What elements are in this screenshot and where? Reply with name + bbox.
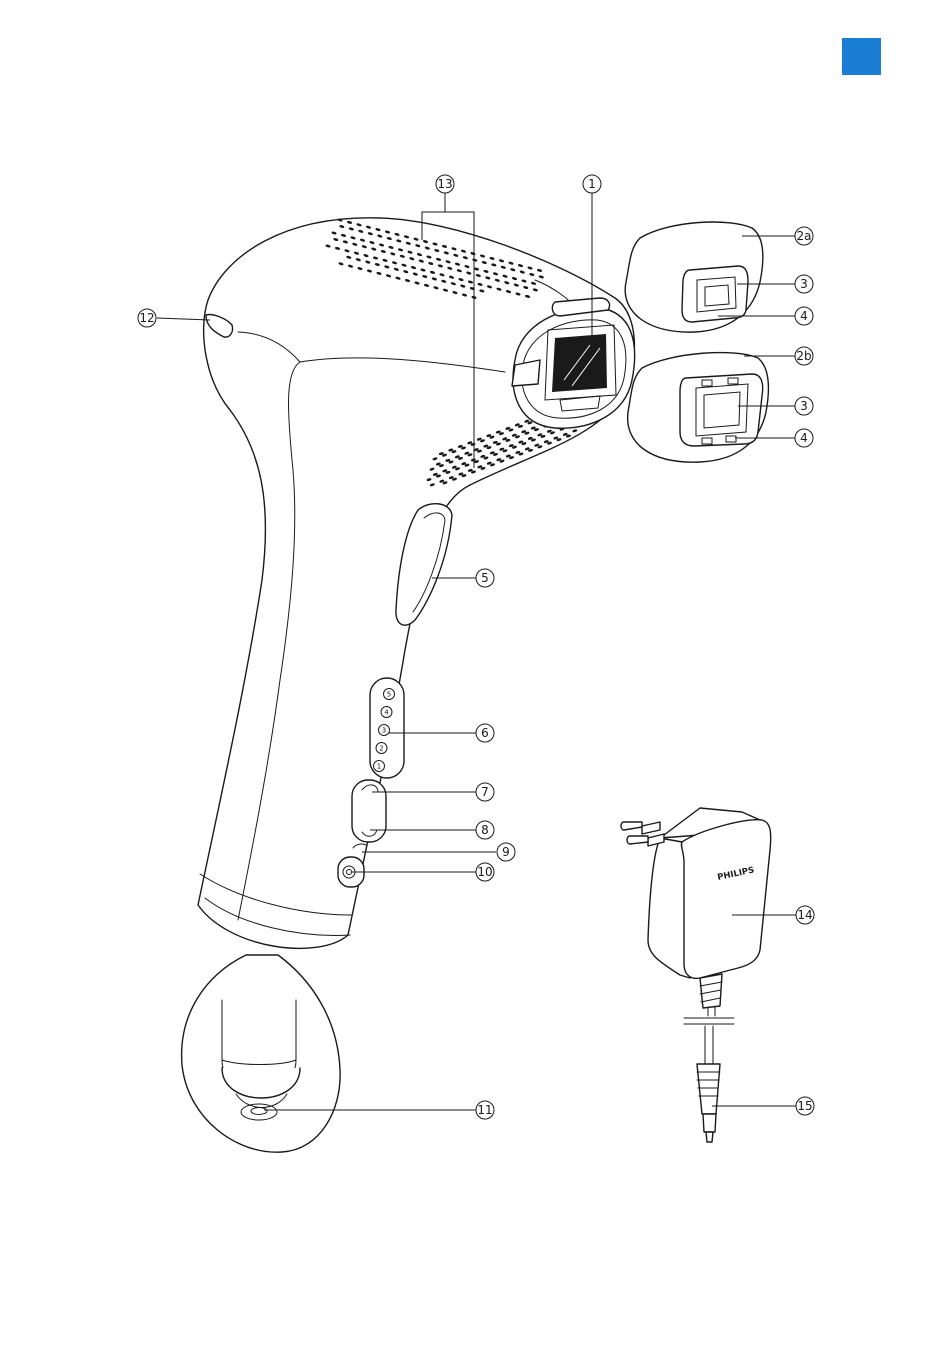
callout-2b: 2b: [795, 347, 813, 365]
callout-11: 11: [476, 1101, 494, 1119]
light-exit-window: [552, 334, 607, 392]
callout-3: 3: [795, 397, 813, 415]
callout-4: 4: [795, 429, 813, 447]
callout-label: 9: [502, 845, 510, 859]
callout-7: 7: [476, 783, 494, 801]
callout-14: 14: [796, 906, 814, 924]
intensity-light-label: 4: [384, 709, 389, 717]
callout-label: 12: [139, 311, 154, 325]
callout-1: 1: [583, 175, 601, 193]
face-attachment-2b: [628, 353, 769, 463]
callout-3: 3: [795, 275, 813, 293]
intensity-lights: 5 4 3 2 1: [370, 678, 404, 778]
callout-4: 4: [795, 307, 813, 325]
callout-label: 3: [800, 277, 808, 291]
callout-label: 4: [800, 309, 808, 323]
callout-label: 14: [797, 908, 812, 922]
callout-label: 10: [477, 865, 492, 879]
intensity-light-label: 2: [379, 745, 383, 753]
small-plug: [697, 1064, 720, 1142]
power-adapter: PHILIPS: [621, 808, 771, 1064]
callout-label: 4: [800, 431, 808, 445]
callout-label: 2b: [796, 349, 811, 363]
socket-magnifier: [182, 955, 341, 1152]
callout-label: 7: [481, 785, 489, 799]
callout-label: 2a: [797, 229, 812, 243]
callout-15: 15: [796, 1097, 814, 1115]
callout-5: 5: [476, 569, 494, 587]
callout-label: 15: [797, 1099, 812, 1113]
intensity-light-label: 1: [377, 763, 381, 771]
callout-label: 5: [481, 571, 489, 585]
callout-13: 13: [436, 175, 454, 193]
callout-label: 6: [481, 726, 489, 740]
callout-label: 13: [437, 177, 452, 191]
callout-9: 9: [497, 843, 515, 861]
callout-8: 8: [476, 821, 494, 839]
callout-2a: 2a: [795, 227, 813, 245]
callout-label: 3: [800, 399, 808, 413]
callout-10: 10: [476, 863, 494, 881]
intensity-light-label: 3: [382, 727, 386, 735]
callout-6: 6: [476, 724, 494, 742]
callout-label: 1: [588, 177, 596, 191]
callout-12: 12: [138, 309, 156, 327]
intensity-light-label: 5: [387, 691, 391, 699]
callout-label: 8: [481, 823, 489, 837]
callout-label: 11: [477, 1103, 492, 1117]
intensity-buttons: [352, 780, 386, 842]
